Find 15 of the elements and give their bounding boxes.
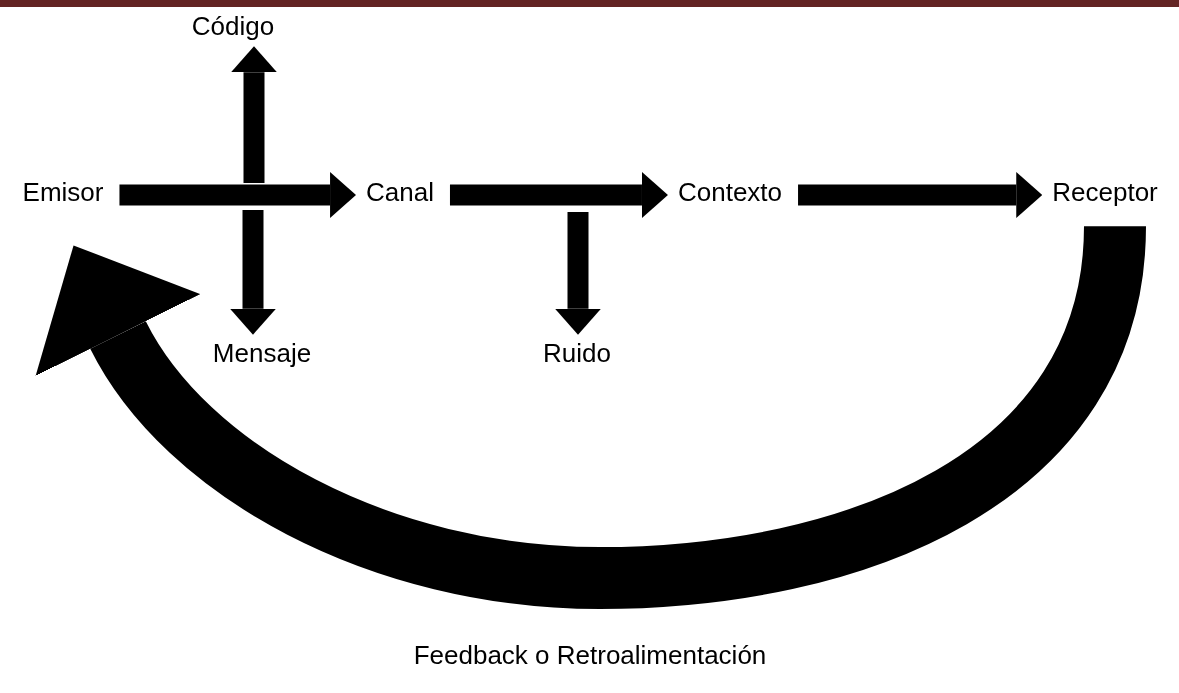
curved-feedback-arrow <box>38 223 1146 609</box>
node-label: Contexto <box>675 175 785 209</box>
node-label: Canal <box>364 175 436 209</box>
block-arrow <box>449 172 668 218</box>
node-label: Emisor <box>20 175 106 209</box>
block-arrow <box>798 172 1043 218</box>
caption-label: Feedback o Retroalimentación <box>413 639 767 671</box>
node-label: Mensaje <box>210 336 314 370</box>
block-arrow <box>119 172 357 218</box>
node-label: Ruido <box>541 336 613 370</box>
block-arrow <box>555 212 601 335</box>
node-label: Receptor <box>1050 175 1160 209</box>
node-label: Código <box>189 9 277 43</box>
block-arrow <box>231 46 277 183</box>
block-arrow <box>230 210 276 335</box>
